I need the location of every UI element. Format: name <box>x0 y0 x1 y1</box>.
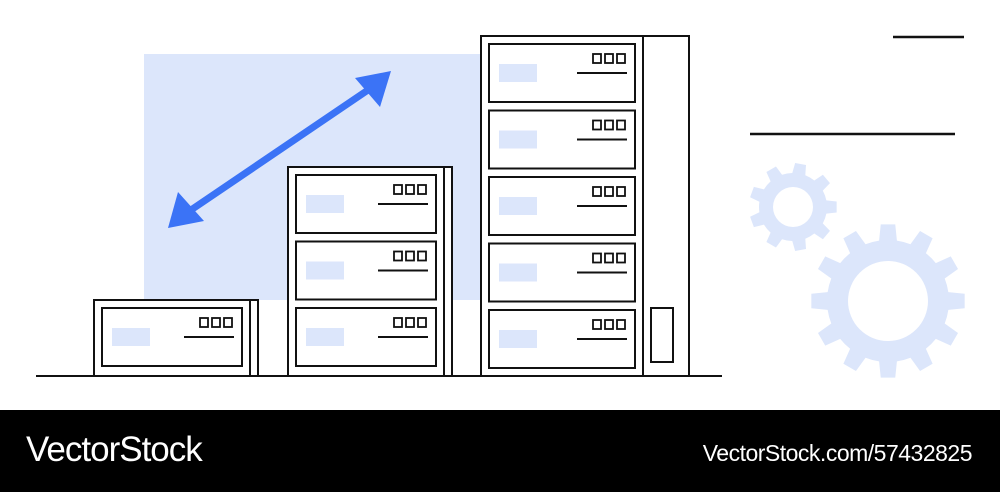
indicator-light <box>393 184 403 195</box>
indicator-light <box>604 186 614 197</box>
server-label <box>306 261 344 280</box>
illustration-canvas <box>36 35 965 378</box>
indicator-light <box>405 184 415 195</box>
indicator-light <box>211 317 221 328</box>
server-label <box>306 328 344 346</box>
server-unit <box>488 242 636 303</box>
server-scaling-illustration <box>36 35 965 378</box>
footer-bar: VectorStock VectorStock.com/57432825 <box>0 410 1000 492</box>
indicator-light <box>592 252 602 264</box>
indicator-light <box>604 319 614 330</box>
indicator-light <box>592 119 602 131</box>
server-label <box>499 64 537 82</box>
server-unit <box>488 309 636 369</box>
indicator-light <box>616 53 626 64</box>
indicator-light <box>199 317 209 328</box>
indicator-light <box>405 317 415 328</box>
brand-logo-text: VectorStock <box>26 430 203 469</box>
indicator-light <box>604 53 614 64</box>
server-unit <box>295 240 437 301</box>
indicator-light <box>592 319 602 330</box>
server-unit <box>488 176 636 236</box>
indicator-light <box>616 186 626 197</box>
indicator-light <box>616 319 626 330</box>
server-label <box>306 195 344 213</box>
server-stack <box>93 299 259 377</box>
indicator-light <box>393 250 403 262</box>
image-reference: VectorStock.com/57432825 <box>702 440 973 466</box>
small-gear-icon <box>750 163 837 251</box>
large-gear-icon <box>811 224 965 378</box>
server-label <box>499 197 537 215</box>
indicator-light <box>592 53 602 64</box>
indicator-light <box>223 317 233 328</box>
server-label <box>499 330 537 348</box>
server-unit <box>488 109 636 170</box>
indicator-light <box>417 184 427 195</box>
server-unit <box>295 174 437 234</box>
indicator-light <box>592 186 602 197</box>
server-label <box>499 130 537 149</box>
indicator-light <box>417 317 427 328</box>
double-arrow-icon <box>168 71 391 228</box>
server-unit <box>101 307 243 367</box>
server-unit <box>488 43 636 103</box>
indicator-light <box>604 252 614 264</box>
indicator-light <box>417 250 427 262</box>
server-label <box>499 263 537 282</box>
server-stack <box>480 35 690 377</box>
indicator-light <box>616 119 626 131</box>
indicator-light <box>604 119 614 131</box>
indicator-light <box>405 250 415 262</box>
indicator-light <box>616 252 626 264</box>
server-stack <box>287 166 453 377</box>
indicator-light <box>393 317 403 328</box>
server-label <box>112 328 150 346</box>
server-unit <box>295 307 437 367</box>
power-button <box>650 307 674 363</box>
